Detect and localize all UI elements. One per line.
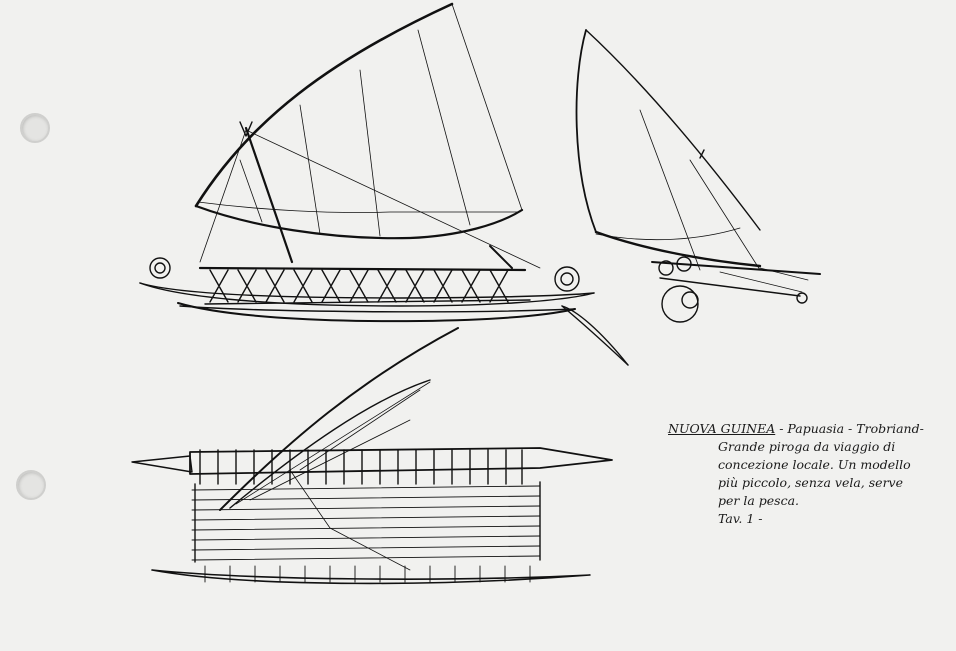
top-view-canoe — [131, 327, 613, 585]
caption-title: NUOVA GUINEA — [668, 421, 776, 436]
caption-body: Grande piroga da viaggio di concezione l… — [718, 439, 911, 508]
side-view-canoe — [139, 2, 629, 366]
plate-caption: NUOVA GUINEA - Papuasia - Trobriand- Gra… — [668, 420, 938, 528]
caption-plate-number: Tav. 1 - — [718, 511, 763, 526]
caption-region: - Papuasia - Trobriand- — [779, 421, 924, 436]
end-view-canoe — [575, 29, 821, 323]
caption-first-line: NUOVA GUINEA - Papuasia - Trobriand- — [668, 420, 938, 438]
binder-hole-bottom — [16, 470, 46, 500]
binder-hole-top — [20, 113, 50, 143]
